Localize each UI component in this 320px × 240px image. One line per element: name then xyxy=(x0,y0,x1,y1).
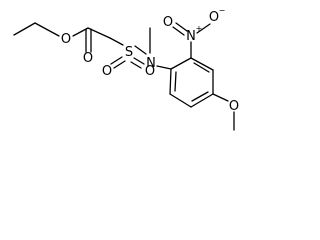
atom-nitro-oxygen-left: O xyxy=(163,15,173,30)
bond-ring-methoxy-o xyxy=(212,93,229,102)
ring-bond-2 xyxy=(190,57,214,71)
atom-nitro-nitrogen: N xyxy=(186,29,196,44)
atom-nitro-oxygen-top: O xyxy=(209,10,219,25)
ring-inner-bond-3 xyxy=(174,71,177,92)
bond-s-n xyxy=(134,45,147,55)
bond-layer xyxy=(13,22,235,131)
ring-bond-6 xyxy=(169,68,172,95)
atom-sulfonyl-oxygen-left: O xyxy=(102,64,112,79)
atom-methoxy-oxygen: O xyxy=(229,99,239,114)
bond-nitro-o-left-2 xyxy=(172,26,185,36)
nitro-nitrogen-charge: + xyxy=(196,24,203,33)
bond-s-o-left-2 xyxy=(113,60,126,69)
atom-label-layer: O O S O O N N + O − O O xyxy=(61,6,239,114)
atom-sulfonyl-sulfur: S xyxy=(125,45,133,60)
bond-ch3-ch2 xyxy=(13,22,36,36)
bond-s-o-right-2 xyxy=(130,61,142,69)
bond-carbonyl-ch2 xyxy=(87,27,111,39)
ring-inner-bond-2 xyxy=(191,91,209,102)
chemical-structure-diagram: O O S O O N N + O − O O xyxy=(13,6,239,131)
ring-bond-4 xyxy=(190,93,214,108)
atom-ester-carbonyl-oxygen: O xyxy=(83,51,93,66)
ring-inner-bond-1 xyxy=(193,62,210,73)
atom-ester-ether-oxygen: O xyxy=(61,32,71,47)
atom-sulfonamide-nitrogen: N xyxy=(146,56,156,71)
nitro-oxygen-charge: − xyxy=(219,6,226,15)
bond-nitro-o-top xyxy=(196,23,211,34)
bond-n-ring xyxy=(156,65,172,70)
bond-nitro-o-left-1 xyxy=(175,22,188,32)
bond-s-o-left-1 xyxy=(110,56,123,65)
atom-sulfonyl-oxygen-right: O xyxy=(145,64,155,79)
bond-ch2-s xyxy=(109,37,124,46)
bond-ch2-o xyxy=(34,22,60,37)
ring-bond-5 xyxy=(169,93,192,108)
ring-bond-1 xyxy=(170,57,192,70)
bond-s-o-right-1 xyxy=(133,57,145,65)
